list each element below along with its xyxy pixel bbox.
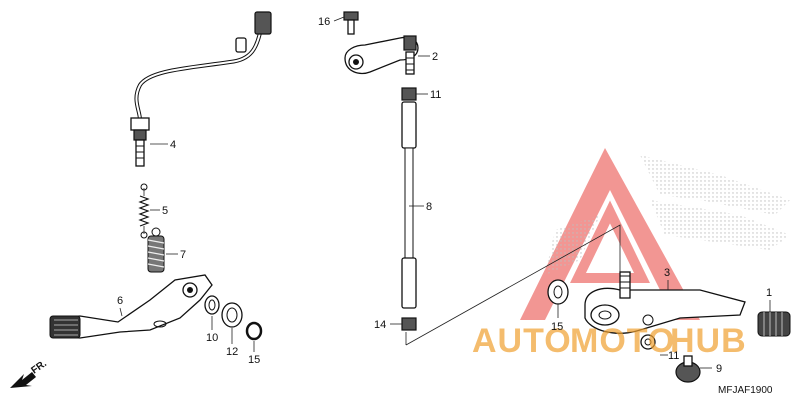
guide-line-assy [405, 224, 621, 346]
callout-leaders [119, 16, 771, 369]
part-1-grip [757, 311, 791, 337]
svg-text:AUTO: AUTO [472, 322, 572, 360]
callout-7: 7 [180, 249, 186, 261]
part-2-arm [344, 35, 419, 75]
part-7-spring [147, 227, 165, 273]
part-8-rod [401, 101, 417, 309]
callout-11-right: 11 [668, 350, 679, 362]
callout-5: 5 [162, 205, 168, 217]
watermark-triangle-outer [520, 148, 700, 320]
svg-text:HUB: HUB [670, 322, 747, 360]
callout-11-left: 10 [206, 332, 218, 344]
callout-8: 8 [426, 201, 432, 213]
watermark-text: AUTO MOTO HUB [472, 322, 747, 360]
part-13-nut [401, 317, 417, 331]
watermark-wing-3 [545, 215, 600, 275]
part-16-bolt [343, 11, 359, 35]
callout-numbers: 4 5 7 6 10 12 15 16 2 11 8 14 15 3 1 11 … [117, 16, 772, 375]
part-3-arm-assy [584, 271, 746, 334]
callout-13: 14 [374, 319, 386, 331]
washer-11-left [204, 295, 220, 315]
callout-14: 15 [551, 321, 563, 333]
callout-6: 6 [117, 295, 123, 307]
svg-text:MOTO: MOTO [570, 322, 675, 360]
callout-2: 2 [432, 51, 438, 63]
watermark-triangle-inner [570, 200, 650, 283]
front-arrow-icon [10, 372, 36, 388]
washer-14 [547, 279, 569, 305]
part-6-brake-pedal [49, 274, 213, 339]
part-5-spring [138, 183, 150, 239]
clip-15 [245, 321, 263, 341]
callout-4: 4 [170, 139, 176, 151]
washer-12 [221, 302, 243, 328]
washer-11-right [640, 334, 656, 350]
callout-15: 15 [248, 354, 260, 366]
diagram-code: MFJAF1900 [718, 385, 773, 396]
callout-1: 1 [766, 287, 772, 299]
watermark-wing-1 [640, 155, 790, 215]
part-10-nut [401, 87, 417, 101]
callout-3: 3 [664, 267, 670, 279]
callout-10: 11 [430, 89, 441, 101]
watermark-wing-2 [650, 200, 790, 250]
callout-12: 12 [226, 346, 238, 358]
callout-9: 9 [716, 363, 722, 375]
part-9-bolt [675, 355, 701, 383]
front-direction-indicator: FR. [10, 358, 49, 388]
callout-16: 16 [318, 16, 330, 28]
watermark-logo [520, 148, 790, 320]
part-4-switch [130, 11, 272, 167]
